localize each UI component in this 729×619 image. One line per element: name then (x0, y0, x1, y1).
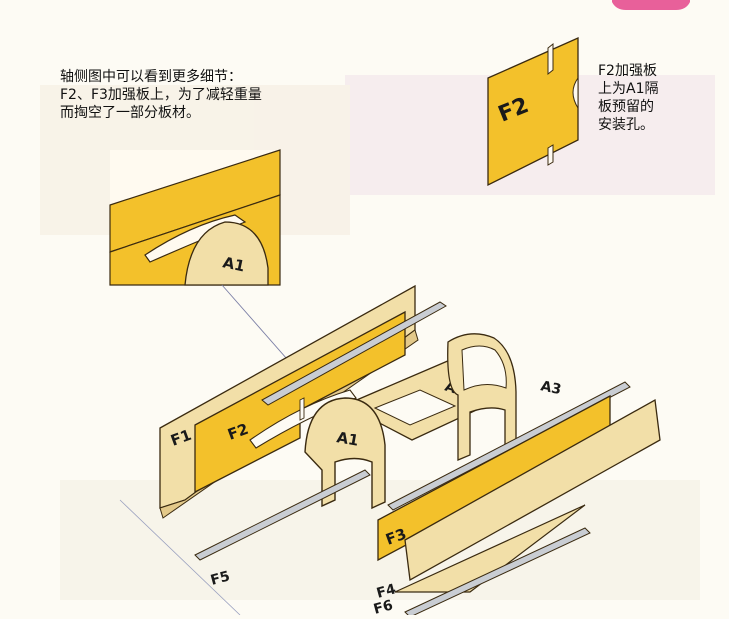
label-f5: F5 (209, 568, 232, 588)
stringer-top-right-bar (387, 381, 631, 511)
detail-label-a1: A1 (221, 253, 246, 275)
f2-caption-line-4: 安装孔。 (598, 117, 654, 133)
stringer-top-right (387, 381, 631, 511)
label-a1: A1 (335, 428, 360, 450)
stringer-bottom-f5: F5 (194, 469, 371, 589)
f2-mount-slot (299, 397, 305, 421)
page-tab-marker (612, 0, 690, 10)
part-a3: A3 (447, 333, 563, 461)
main-caption-line-1: 轴侧图中可以看到更多细节： (60, 69, 242, 85)
a3-cutout (461, 345, 507, 391)
part-f4: F4 (375, 398, 661, 602)
f2-caption-line-3: 板预留的 (598, 99, 654, 115)
callout-mount-notch (572, 76, 579, 110)
f4-nose-panel (394, 504, 586, 593)
main-caption-line-3: 而掏空了一部分板材。 (60, 105, 200, 121)
label-f4: F4 (375, 581, 398, 602)
label-f6: F6 (372, 597, 395, 615)
stringer-top-left (261, 301, 447, 406)
main-caption: 轴侧图中可以看到更多细节： F2、F3加强板上，为了减轻重量 而掏空了一部分板材… (60, 68, 330, 122)
f5-bar (194, 469, 371, 561)
label-a3: A3 (539, 378, 562, 398)
f2-caption-line-1: F2加强板 (598, 63, 657, 79)
main-caption-line-2: F2、F3加强板上，为了减轻重量 (60, 87, 262, 103)
detail-inset-a1: A1 (109, 149, 281, 286)
callout-slot-top (547, 42, 554, 76)
f2-callout: F2 (487, 36, 579, 187)
a2-cutout (373, 389, 457, 426)
label-f1: F1 (168, 426, 194, 450)
bottom-leader-line (119, 499, 241, 616)
callout-slot-bottom (547, 144, 554, 166)
label-f2: F2 (225, 420, 251, 444)
stringer-top-left-bar (261, 301, 447, 406)
part-a1: A1 (304, 397, 386, 510)
a1-bulkhead (304, 397, 386, 510)
f2-caption: F2加强板 上为A1隔 板预留的 安装孔。 (598, 62, 682, 134)
detail-a1-bulkhead (184, 221, 269, 286)
f4-panel (404, 398, 661, 582)
f2-caption-line-2: 上为A1隔 (598, 81, 659, 97)
label-f3: F3 (383, 525, 409, 549)
